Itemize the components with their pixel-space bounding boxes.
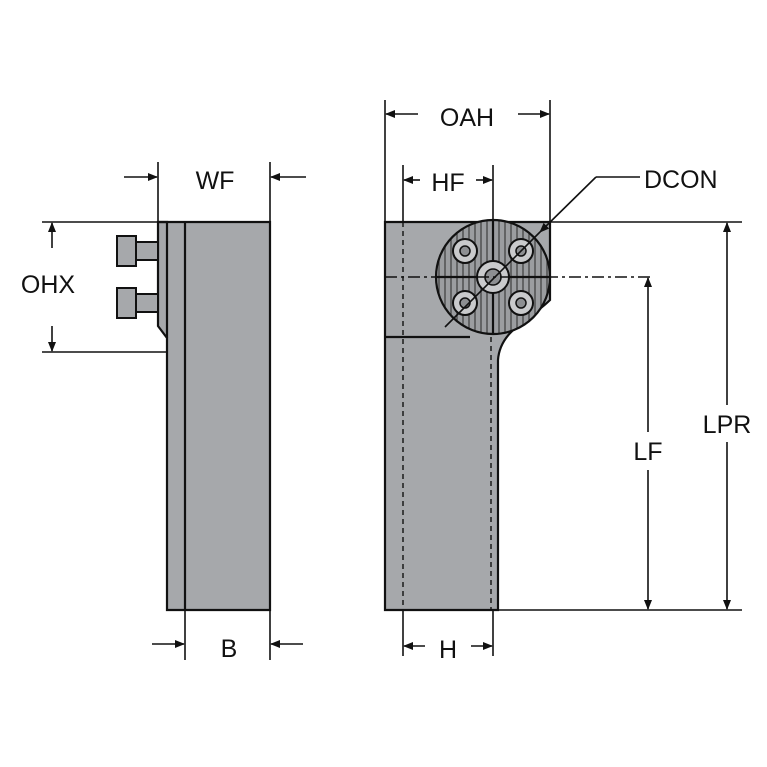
dcon-leader: DCON: [539, 166, 718, 233]
clamp-screw-top: [116, 235, 159, 267]
lf-dimension: LF: [498, 277, 742, 611]
oah-dimension: OAH: [384, 100, 551, 222]
hf-dimension: HF: [402, 165, 494, 222]
side-body: [156, 220, 272, 612]
b-dimension: B: [152, 610, 303, 663]
h-dimension: H: [402, 610, 494, 664]
ohx-label: OHX: [21, 271, 76, 299]
bolt-hole-top-left: [452, 238, 478, 264]
lpr-dimension: LPR: [550, 221, 752, 610]
dcon-diameter-line: [444, 231, 541, 328]
b-label: B: [221, 635, 238, 663]
lpr-label: LPR: [703, 411, 752, 439]
bolt-hole-bottom-left: [452, 290, 478, 316]
bolt-hole-bottom-right: [508, 290, 534, 316]
side-head-edge: [158, 220, 169, 338]
lf-label: LF: [633, 438, 662, 466]
oah-label: OAH: [440, 104, 494, 132]
side-view: WF OHX B: [21, 162, 306, 663]
front-view: OAH HF DCON LF LPR: [383, 100, 752, 664]
wf-label: WF: [196, 167, 235, 195]
h-label: H: [439, 636, 457, 664]
hf-label: HF: [431, 169, 464, 197]
wf-dimension: WF: [124, 162, 306, 222]
ohx-dimension: OHX: [21, 221, 167, 353]
dcon-label: DCON: [644, 166, 718, 194]
clamp-screw-bottom: [116, 287, 159, 319]
